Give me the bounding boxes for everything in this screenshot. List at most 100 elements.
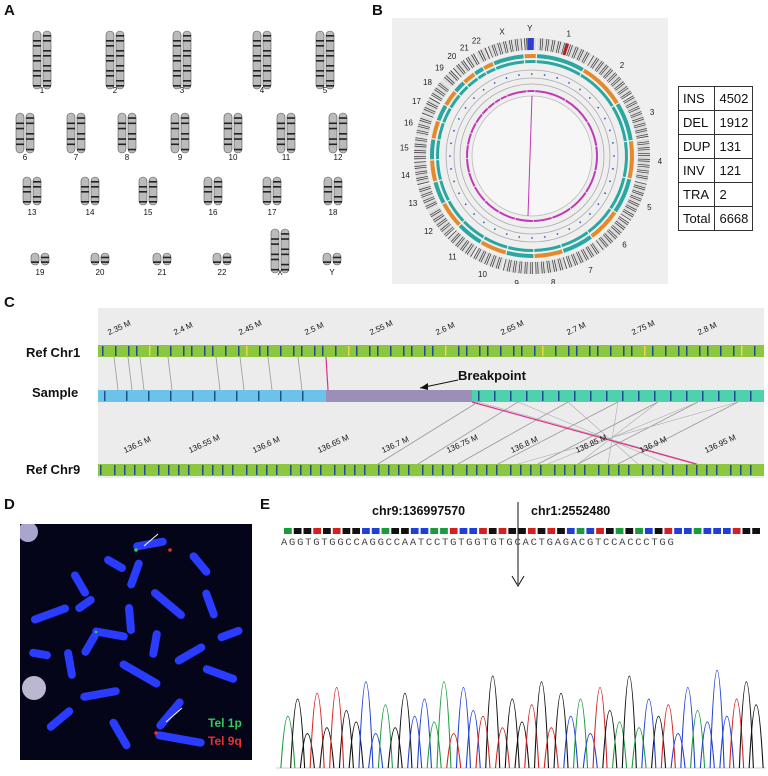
ref-chr1-marker <box>686 346 688 356</box>
chromatid-band <box>326 35 334 37</box>
sample-chr1-segment <box>472 390 764 402</box>
sv-count-cell: 131 <box>714 134 754 159</box>
circos-point <box>531 237 533 239</box>
chromosome-pair <box>113 112 141 154</box>
ref-chr9-marker <box>716 465 718 475</box>
chromatid <box>332 252 342 266</box>
circos-highlight <box>527 38 534 51</box>
chromatid <box>100 252 110 266</box>
circos-band <box>484 252 490 265</box>
circos-track-teal <box>467 77 479 88</box>
circos-point <box>450 142 452 145</box>
chromatid-band <box>43 70 51 72</box>
breakpoint-link <box>325 356 329 391</box>
chromatid-band <box>181 133 189 135</box>
chromatid-band <box>43 50 51 52</box>
circos-band <box>606 72 616 82</box>
chromatid-band <box>334 186 342 188</box>
sv-count-cell: 6668 <box>714 206 754 231</box>
circos-band <box>637 164 650 166</box>
chromatid <box>127 112 137 154</box>
ref-chr1-marker <box>589 346 591 356</box>
circos-band <box>414 152 427 154</box>
ref-chr1-marker <box>424 346 426 356</box>
circos-band <box>636 133 649 137</box>
circos-band <box>637 147 650 149</box>
chromatid-band <box>171 127 179 130</box>
chromatid <box>333 176 343 206</box>
circos-band <box>637 160 650 162</box>
circos-band <box>461 241 470 252</box>
chromatid-band <box>329 143 337 146</box>
fish-legend-green: Tel 1p <box>208 716 242 730</box>
circos-track-teal <box>437 122 445 140</box>
circos-track-magenta <box>552 207 571 219</box>
chromatid-body <box>276 112 286 154</box>
circos-chromosome-label: 5 <box>647 203 652 212</box>
chromatid-band <box>77 133 85 135</box>
chromatogram-peak <box>543 727 559 769</box>
chromatid-body <box>280 228 290 274</box>
circos-band <box>417 125 430 130</box>
chromatid-band <box>183 65 191 67</box>
chromatid-band <box>173 70 181 72</box>
circos-track-magenta <box>570 192 587 209</box>
circos-track-teal <box>477 72 487 80</box>
chromatogram-peak <box>426 721 442 769</box>
ref-chr9-marker <box>202 465 204 475</box>
chromatogram-peak <box>582 732 598 769</box>
circos-track-teal <box>587 208 612 233</box>
circos-band <box>432 213 444 221</box>
circos-band <box>537 261 539 274</box>
circos-band <box>614 222 625 231</box>
chromatid <box>152 252 162 266</box>
chromosome-pair <box>62 112 90 154</box>
circos-band <box>524 38 526 51</box>
circos-band <box>598 64 608 75</box>
circos-chromosome-label: 15 <box>400 144 409 153</box>
chromosome-label: 15 <box>143 208 153 217</box>
circos-track-magenta <box>468 172 476 187</box>
ref-chr1-marker <box>157 346 159 356</box>
chromatid-band <box>224 127 232 130</box>
chromatid-band <box>326 40 334 42</box>
chromatogram-peak <box>494 727 511 769</box>
chromatid-band <box>106 75 114 77</box>
circos-band <box>627 201 639 207</box>
circos-chromosome-label: 4 <box>658 157 663 166</box>
ref-chr1-bar <box>98 345 764 357</box>
base-quality-block <box>508 528 517 534</box>
chromatid-band <box>101 261 109 263</box>
sample-marker <box>542 391 544 401</box>
circos-band <box>626 102 638 109</box>
chromosome-label: 22 <box>217 268 227 277</box>
circos-band <box>455 236 464 247</box>
circos-point <box>482 88 485 91</box>
fish-chromosome <box>30 604 70 624</box>
chromatid-band <box>101 256 109 259</box>
circos-band <box>576 252 582 264</box>
ref-chr1-marker <box>102 346 104 356</box>
fish-chromosome <box>202 665 238 683</box>
circos-track-teal <box>609 177 626 210</box>
circos-band <box>608 73 618 83</box>
chromatid-band <box>316 60 324 62</box>
sample-marker <box>718 391 720 401</box>
chromatid-band <box>118 127 126 130</box>
circos-band <box>465 57 473 69</box>
chromatid-band <box>116 35 124 37</box>
chromosome-label: 12 <box>333 153 343 162</box>
chromosome-svg <box>262 176 282 206</box>
chromatid-band <box>253 75 261 77</box>
circos-band <box>557 258 562 271</box>
circos-point <box>556 77 559 79</box>
ref-chr1-marker <box>136 346 138 356</box>
chromatid-band <box>116 85 124 87</box>
base-quality-block <box>488 528 497 534</box>
chromatid-band <box>106 40 114 42</box>
chromatid-band <box>263 55 271 57</box>
circos-band <box>590 244 598 255</box>
fish-arrow <box>143 533 159 547</box>
ref-chr9-marker <box>178 465 180 475</box>
